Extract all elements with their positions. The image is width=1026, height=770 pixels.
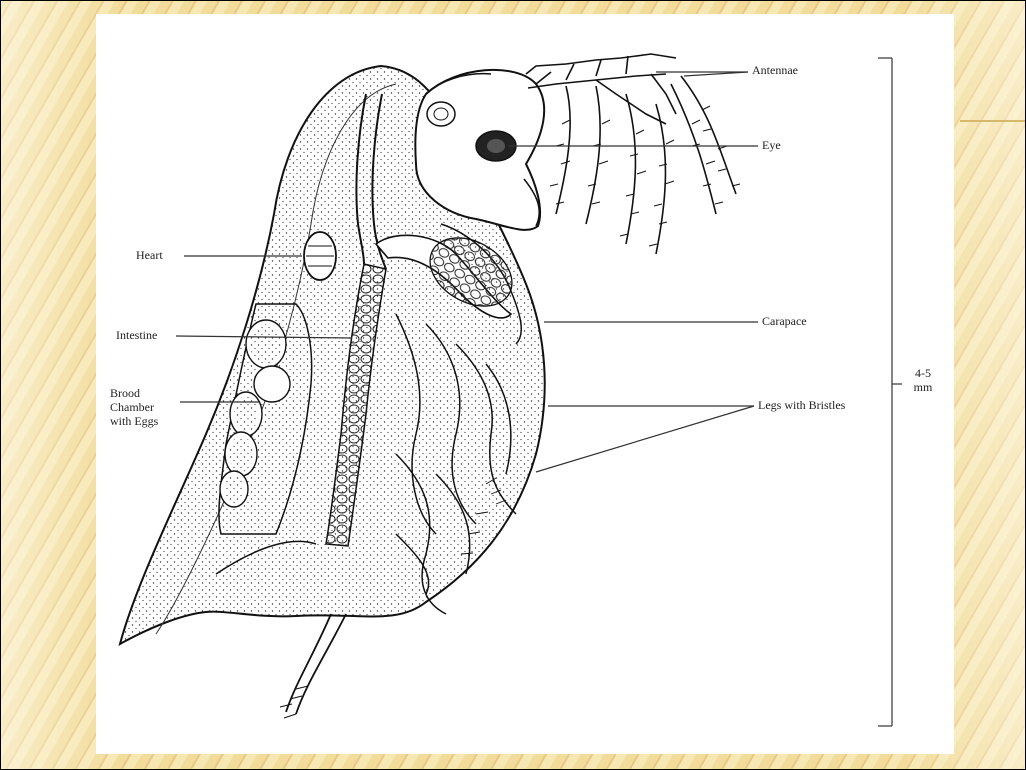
slide-frame (0, 0, 1026, 770)
